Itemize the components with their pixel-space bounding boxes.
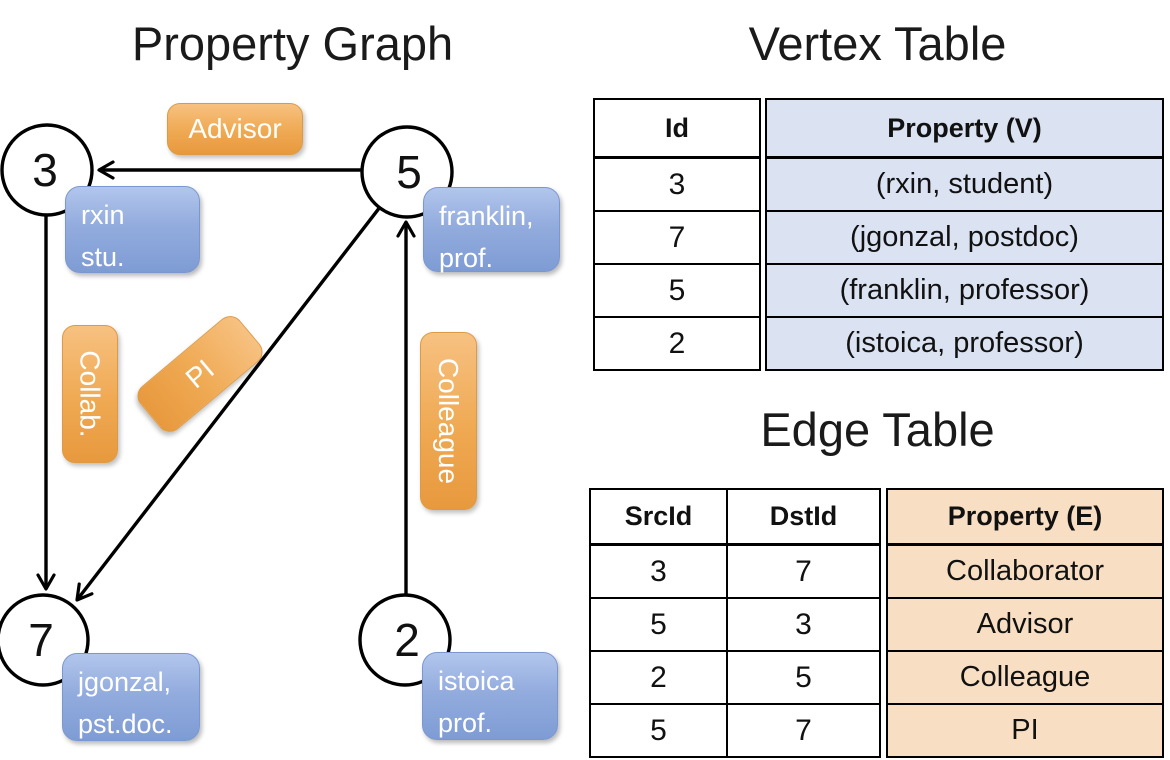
- vertex-box-franklin: franklin, prof.: [423, 187, 560, 273]
- vertex-box-franklin-line1: franklin,: [439, 201, 534, 231]
- edge-label-collaborator-text: Collab.: [75, 350, 107, 438]
- vertex-box-rxin: rxin stu.: [65, 186, 200, 273]
- edge-label-advisor: Advisor: [167, 103, 303, 155]
- edge-table-dstid-cell: 5: [795, 660, 812, 694]
- edge-table-property-column: Property (E) Collaborator Advisor Collea…: [886, 488, 1164, 758]
- vertex-table-property-cell: (istoica, professor): [767, 316, 1162, 369]
- vertex-box-istoica-line2: prof.: [438, 707, 493, 738]
- vertex-table-id-cell: 3: [668, 167, 686, 201]
- edge-table-dstid-cell: 3: [795, 607, 812, 641]
- vertex-table-property-cell: (jgonzal, postdoc): [767, 210, 1162, 263]
- edge-5-to-7-pi: [75, 170, 409, 602]
- edge-table-property-cell: PI: [888, 703, 1162, 756]
- vertex-box-franklin-line2: prof.: [439, 242, 494, 273]
- vertex-table-header-id: Id: [595, 100, 759, 159]
- vertex-box-jgonzal-line1: jgonzal,: [78, 667, 172, 697]
- vertex-table-id-cell: 7: [595, 210, 759, 263]
- vertex-box-istoica-line1: istoica: [438, 666, 515, 696]
- vertex-table-id-cell: 5: [595, 263, 759, 316]
- node-label-7: 7: [28, 614, 54, 666]
- edge-table-dstid-cell: 7: [795, 554, 812, 588]
- edge-table-property-cell: Collaborator: [888, 546, 1162, 597]
- edge-label-colleague-text: Colleague: [433, 357, 465, 485]
- vertex-table-id-cell: 2: [595, 316, 759, 369]
- edge-table-srcid-cell: 2: [591, 652, 728, 703]
- node-label-2: 2: [394, 614, 420, 666]
- edge-table: SrcId DstId 3 7 5 3 2 5 5 7 Property (E)…: [589, 488, 1164, 758]
- edge-table-ids-row: 3 7: [591, 546, 879, 597]
- vertex-table-title: Vertex Table: [748, 17, 1007, 70]
- edge-table-ids-row: 2 5: [591, 650, 879, 703]
- node-label-3: 3: [32, 144, 58, 196]
- edge-table-ids-columns: SrcId DstId 3 7 5 3 2 5 5 7: [589, 488, 881, 758]
- edge-table-srcid-cell: 5: [591, 705, 728, 756]
- edge-table-dstid-cell: 7: [795, 713, 812, 747]
- vertex-box-istoica: istoica prof.: [422, 652, 558, 740]
- edge-table-header-dstid: DstId: [769, 501, 838, 531]
- edge-table-ids-header-row: SrcId DstId: [591, 490, 879, 546]
- edge-table-srcid-cell: 3: [591, 546, 728, 597]
- node-label-5: 5: [396, 146, 422, 198]
- edge-label-colleague: Colleague: [420, 332, 477, 510]
- vertex-box-jgonzal: jgonzal, pst.doc.: [62, 653, 200, 741]
- edge-label-pi-text: PI: [179, 353, 220, 394]
- vertex-table-property-cell: (rxin, student): [767, 159, 1162, 210]
- property-graph-title: Property Graph: [131, 17, 454, 70]
- vertex-table-property-cell: (franklin, professor): [767, 263, 1162, 316]
- edge-label-advisor-text: Advisor: [188, 113, 282, 144]
- vertex-box-rxin-line2: stu.: [81, 241, 125, 272]
- edge-table-title: Edge Table: [760, 403, 995, 456]
- vertex-box-jgonzal-line2: pst.doc.: [78, 708, 173, 739]
- edge-table-header-srcid: SrcId: [591, 490, 728, 543]
- vertex-table-header-property: Property (V): [767, 100, 1162, 159]
- vertex-box-rxin-line1: rxin: [81, 200, 125, 230]
- edge-table-property-cell: Colleague: [888, 650, 1162, 703]
- vertex-table-id-column: Id 3 7 5 2: [593, 98, 761, 371]
- edge-table-property-cell: Advisor: [888, 597, 1162, 650]
- edge-table-ids-row: 5 3: [591, 597, 879, 650]
- edge-table-srcid-cell: 5: [591, 599, 728, 650]
- vertex-table-property-column: Property (V) (rxin, student) (jgonzal, p…: [765, 98, 1164, 371]
- edge-label-collaborator: Collab.: [62, 325, 118, 463]
- edge-table-ids-row: 5 7: [591, 703, 879, 756]
- vertex-table: Id 3 7 5 2 Property (V) (rxin, student) …: [593, 98, 1164, 371]
- edge-table-header-property: Property (E): [888, 490, 1162, 546]
